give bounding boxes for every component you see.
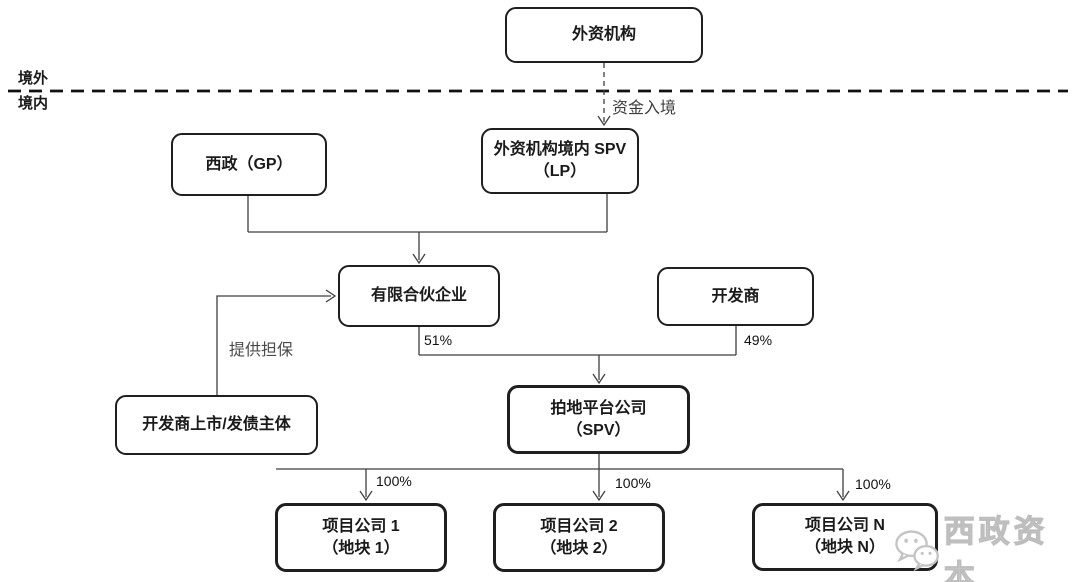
node-limited-partnership: 有限合伙企业 <box>338 265 500 327</box>
node-label: 项目公司 1 <box>322 517 400 535</box>
region-label-offshore: 境外 <box>18 70 49 87</box>
brand-watermark-text: 西政资本 <box>943 514 1049 582</box>
share-label-49: 49% <box>744 332 773 348</box>
node-label: （地块 N） <box>804 539 885 556</box>
node-label: 西政（GP） <box>205 155 293 173</box>
node-label: （地块 1） <box>322 539 400 557</box>
brand-watermark: 西政资本 <box>893 506 1080 582</box>
node-project-company-2: 项目公司 2 （地块 2） <box>493 503 665 572</box>
node-label: （SPV） <box>566 421 631 439</box>
region-label-onshore: 境内 <box>18 95 49 112</box>
node-onshore-spv-lp: 外资机构境内 SPV （LP） <box>481 128 639 194</box>
guarantee-label: 提供担保 <box>229 342 294 359</box>
edge-platform-to-projects <box>276 454 850 502</box>
edge-shares-to-platform <box>418 326 737 385</box>
node-label: （LP） <box>533 163 587 180</box>
node-developer-listed-entity: 开发商上市/发债主体 <box>115 395 318 455</box>
edge-guarantee <box>216 289 337 395</box>
node-label: 有限合伙企业 <box>370 287 467 304</box>
capital-inflow-label: 资金入境 <box>612 100 677 117</box>
share-label-100-1: 100% <box>376 473 412 489</box>
share-label-100-2: 100% <box>615 475 651 491</box>
node-label: 项目公司 N <box>804 517 885 534</box>
node-label: 外资机构 <box>571 26 636 43</box>
node-label: （地块 2） <box>540 539 618 557</box>
node-label: 开发商 <box>711 287 760 305</box>
node-land-platform-spv: 拍地平台公司 （SPV） <box>507 385 690 454</box>
node-gp: 西政（GP） <box>171 133 327 196</box>
node-developer: 开发商 <box>657 267 814 326</box>
node-label: 项目公司 2 <box>540 517 618 535</box>
share-label-51: 51% <box>424 332 453 348</box>
edge-gp-lp-to-partnership <box>247 193 608 265</box>
wechat-icon <box>895 530 939 572</box>
node-label: 开发商上市/发债主体 <box>142 416 291 433</box>
share-label-100-n: 100% <box>855 476 891 492</box>
node-foreign-institution: 外资机构 <box>505 7 703 63</box>
node-project-company-1: 项目公司 1 （地块 1） <box>275 503 447 572</box>
edge-capital-inflow <box>597 63 611 127</box>
node-label: 拍地平台公司 <box>550 399 647 417</box>
node-label: 外资机构境内 SPV <box>493 141 627 158</box>
